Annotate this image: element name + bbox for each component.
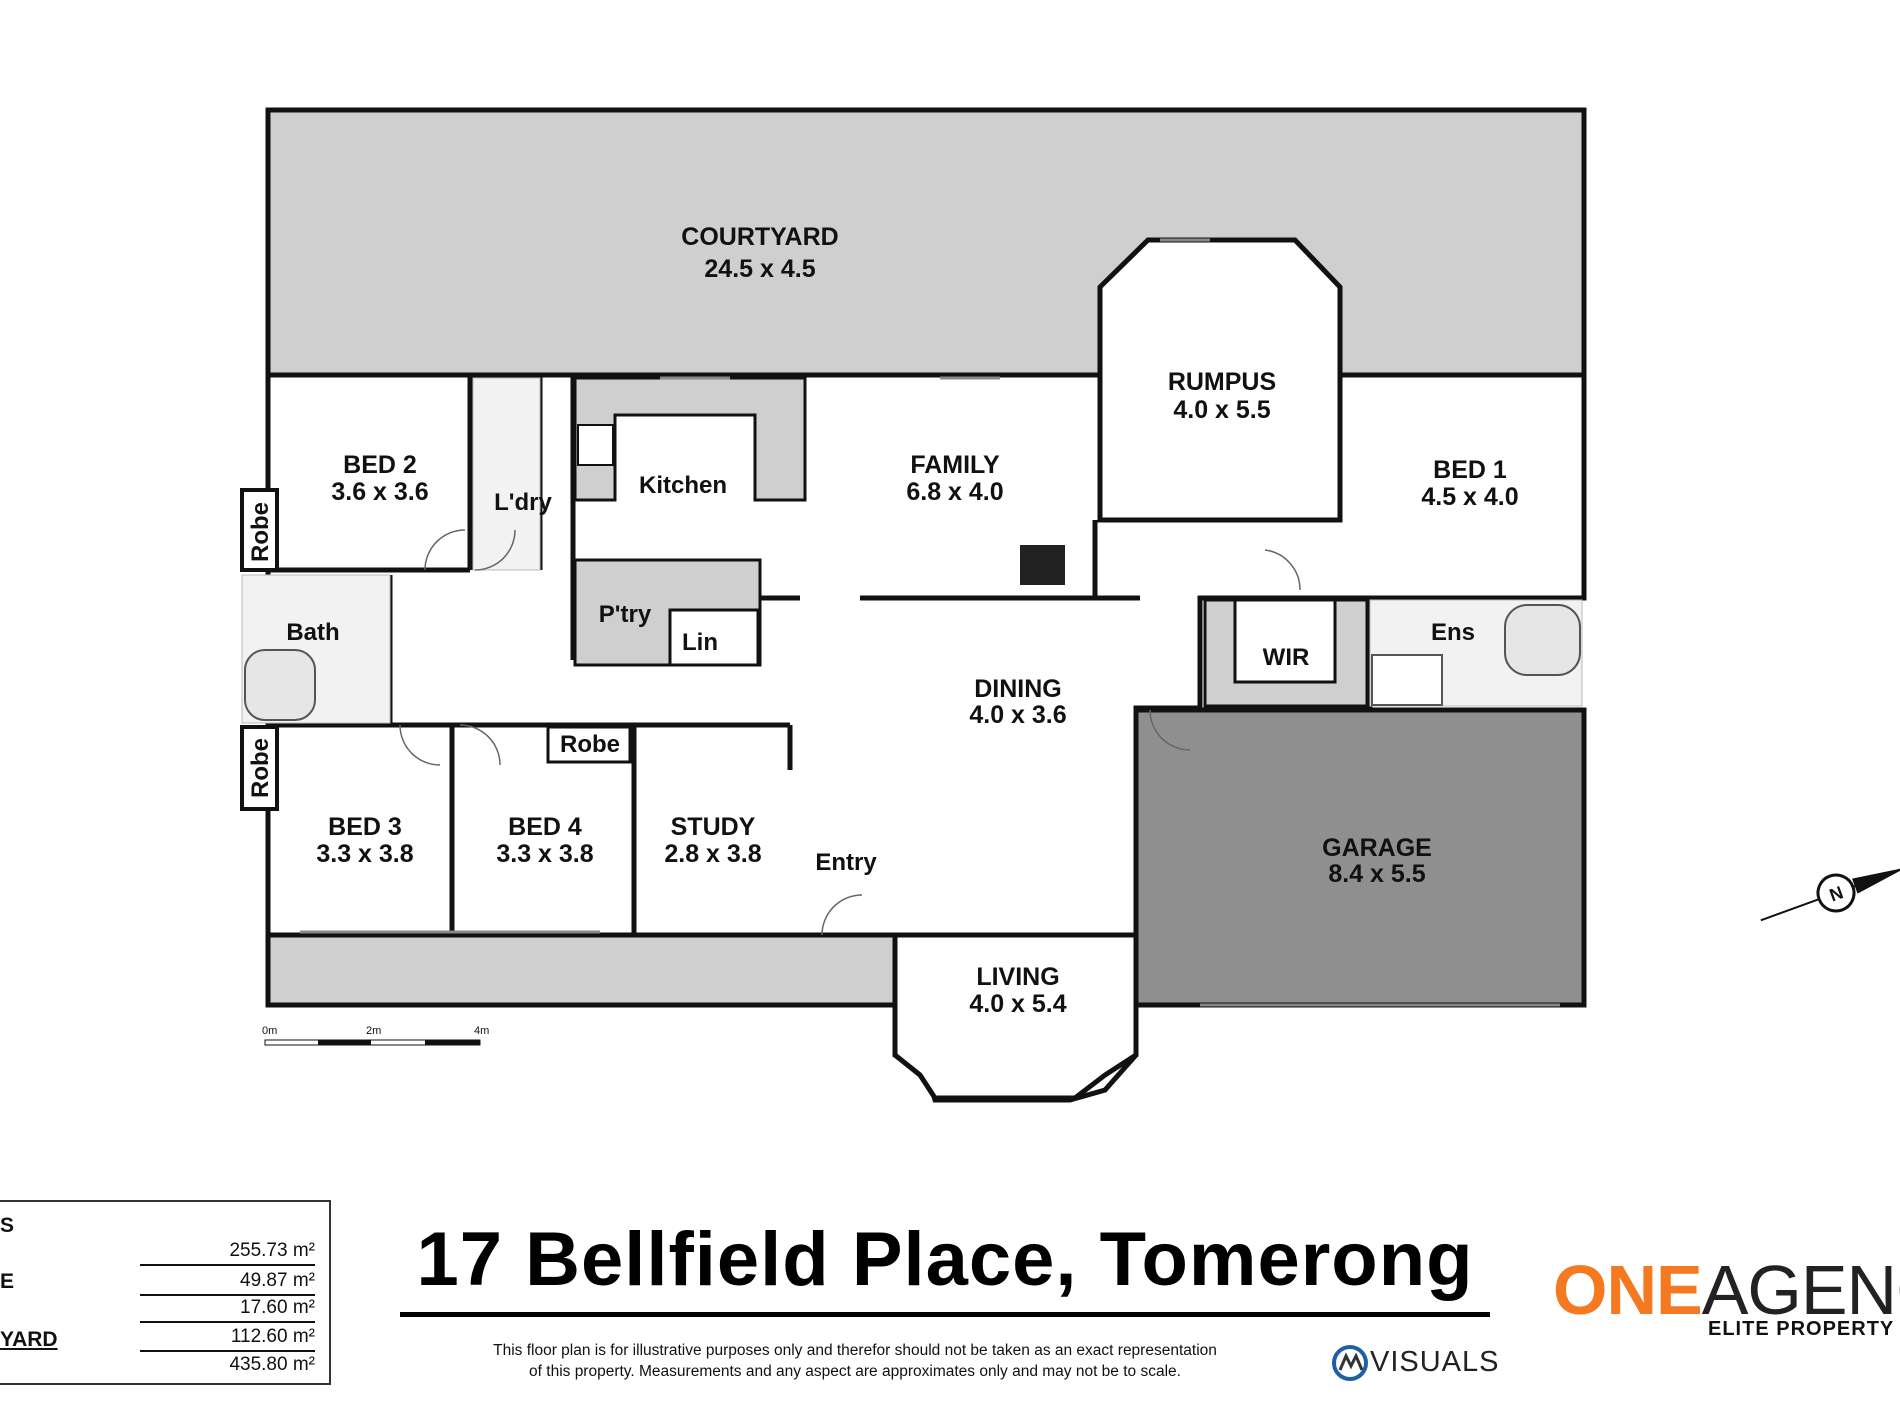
scale-bar: 0m 2m 4m	[262, 1025, 489, 1046]
area-value-1: 255.73 m²	[229, 1240, 315, 1261]
veranda-area	[265, 932, 898, 1008]
wir-inner	[1233, 598, 1337, 684]
agency-logo: ONEAGENC	[1553, 1250, 1900, 1340]
bed4-dim: 3.3 x 3.8	[496, 840, 593, 868]
area-header: S	[0, 1214, 15, 1237]
bathtub	[244, 649, 316, 721]
disclaimer-line-1: This floor plan is for illustrative purp…	[493, 1342, 1217, 1359]
robe-top	[240, 488, 279, 572]
robe-bed4-name: Robe	[560, 731, 620, 758]
area-summary-table: S 255.73 m² E 49.87 m² 17.60 m² YARD 112…	[0, 1200, 331, 1385]
courtyard-area	[265, 107, 1587, 378]
area-rule-4	[140, 1350, 315, 1352]
area-rule-2	[140, 1294, 315, 1296]
wir-name: WIR	[1263, 644, 1310, 671]
dining-dim: 4.0 x 3.6	[969, 701, 1066, 729]
area-label-4: YARD	[0, 1328, 58, 1351]
courtyard-dim: 24.5 x 4.5	[704, 255, 815, 283]
area-value-3: 17.60 m²	[240, 1297, 315, 1318]
north-compass-icon: N	[1760, 867, 1900, 922]
study-name: STUDY	[671, 813, 756, 841]
scale-label-2: 2m	[366, 1025, 381, 1037]
area-rule-1	[140, 1264, 315, 1266]
property-title: 17 Bellfield Place, Tomerong	[416, 1217, 1474, 1302]
laundry-name: L'dry	[494, 489, 552, 516]
scale-label-4: 4m	[474, 1025, 489, 1037]
entry-name: Entry	[815, 849, 877, 876]
agency-tagline: ELITE PROPERTY C	[1708, 1318, 1900, 1340]
family-dim: 6.8 x 4.0	[906, 478, 1003, 506]
robe-bottom-name: Robe	[247, 738, 274, 798]
family-name: FAMILY	[910, 451, 1000, 479]
area-rule-3	[140, 1321, 315, 1323]
bed2-name: BED 2	[343, 451, 417, 479]
kitchen-name: Kitchen	[639, 472, 727, 499]
robe-bottom	[240, 725, 279, 811]
area-value-4: 112.60 m²	[230, 1326, 315, 1347]
area-label-2: E	[0, 1270, 15, 1293]
windows	[300, 238, 1560, 1007]
linen-name: Lin	[682, 629, 718, 656]
living-name: LIVING	[976, 963, 1059, 991]
living-dim: 4.0 x 5.4	[969, 990, 1066, 1018]
kitchen-counter	[573, 376, 807, 502]
garage-dim: 8.4 x 5.5	[1328, 860, 1425, 888]
bed3-name: BED 3	[328, 813, 402, 841]
study-dim: 2.8 x 3.8	[664, 840, 761, 868]
rumpus-name: RUMPUS	[1168, 368, 1276, 396]
rumpus-dim: 4.0 x 5.5	[1173, 396, 1270, 424]
bed3-dim: 3.3 x 3.8	[316, 840, 413, 868]
disclaimer: This floor plan is for illustrative purp…	[400, 1340, 1310, 1382]
dining-name: DINING	[974, 675, 1062, 703]
garage-name: GARAGE	[1322, 834, 1432, 862]
linen-cupboard	[668, 608, 760, 667]
door-swings	[399, 529, 1301, 936]
courtyard-name: COURTYARD	[681, 223, 838, 251]
title-rule	[400, 1312, 1490, 1317]
bed2-dim: 3.6 x 3.6	[331, 478, 428, 506]
pantry-name: P'try	[599, 601, 652, 628]
mc-visuals-logo-icon	[1332, 1345, 1368, 1381]
robe-top-name: Robe	[247, 502, 274, 562]
laundry-floor	[472, 377, 541, 571]
living-room	[892, 932, 1139, 1101]
area-value-5: 435.80 m²	[229, 1354, 315, 1375]
ensuite-tub	[1504, 604, 1581, 676]
bed1-name: BED 1	[1433, 456, 1507, 484]
mc-visuals-text: VISUALS	[1370, 1346, 1500, 1378]
bath-name: Bath	[286, 619, 339, 646]
compass-label: N	[1827, 882, 1846, 905]
stovetop	[577, 424, 614, 466]
area-value-2: 49.87 m²	[240, 1270, 315, 1291]
bed4-name: BED 4	[508, 813, 582, 841]
fireplace	[1020, 545, 1065, 585]
bed1-dim: 4.5 x 4.0	[1421, 483, 1518, 511]
disclaimer-line-2: of this property. Measurements and any a…	[529, 1363, 1181, 1380]
robe-bed4	[546, 725, 632, 764]
agency-logo-one: ONE	[1553, 1251, 1703, 1329]
scale-label-0: 0m	[262, 1025, 277, 1037]
ensuite-shower	[1371, 654, 1443, 706]
agency-logo-agency: AGENC	[1701, 1251, 1900, 1329]
ensuite-name: Ens	[1431, 619, 1475, 646]
